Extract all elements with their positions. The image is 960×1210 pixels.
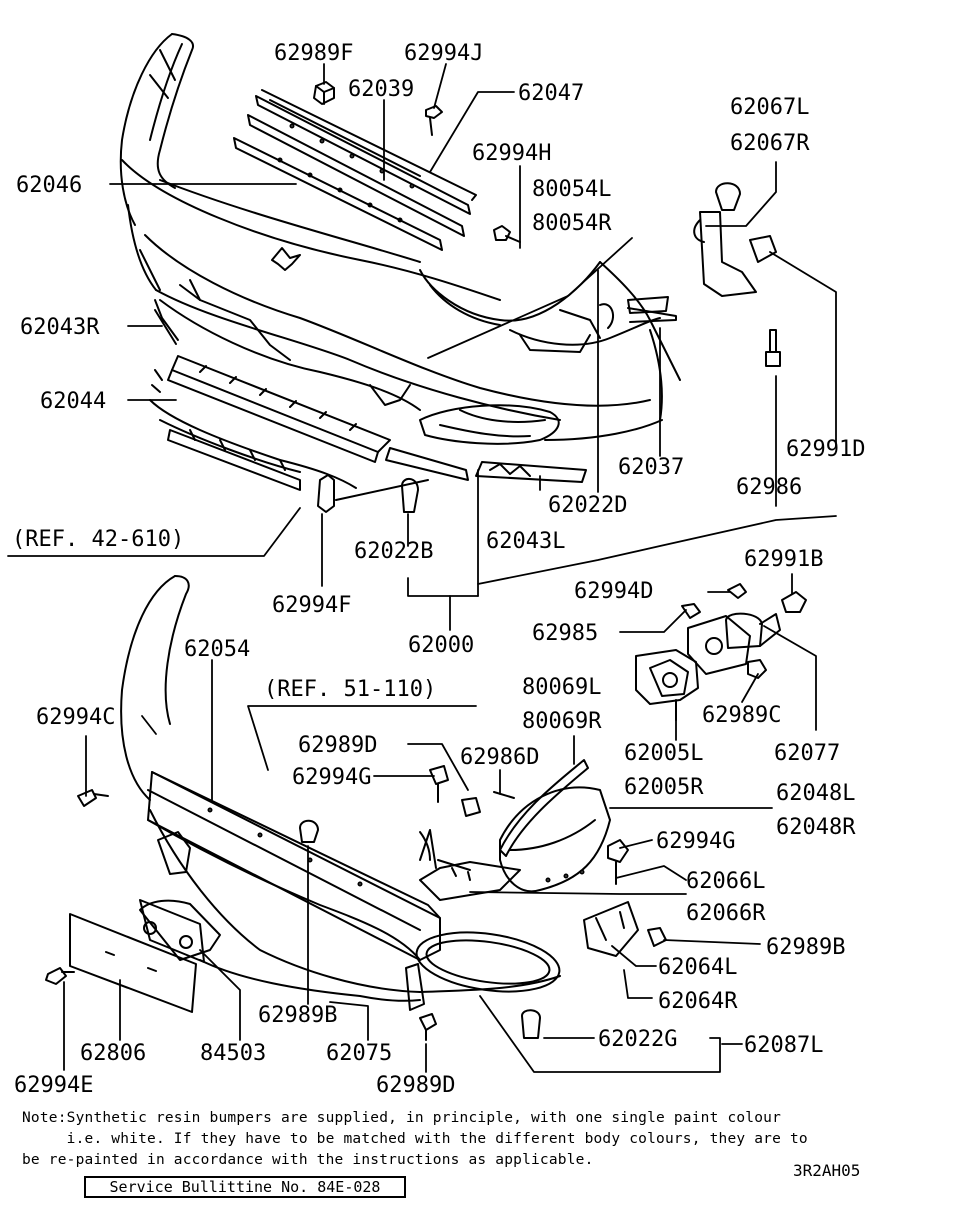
note-line-3: be re-painted in accordance with the ins… — [22, 1152, 594, 1168]
note-line-2: i.e. white. If they have to be matched w… — [22, 1131, 808, 1147]
label-62047: 62047 — [518, 81, 584, 106]
label-62005L: 62005L — [624, 741, 703, 766]
paint-note: Note:Synthetic resin bumpers are supplie… — [22, 1108, 902, 1171]
label-62087L: 62087L — [744, 1033, 823, 1058]
label-62994J: 62994J — [404, 41, 483, 66]
label-62994G-right: 62994G — [656, 829, 735, 854]
label-62044: 62044 — [40, 389, 106, 414]
label-62005R: 62005R — [624, 775, 704, 800]
label-62994H: 62994H — [472, 141, 551, 166]
upper-fasteners — [314, 82, 780, 512]
label-62066L: 62066L — [686, 869, 765, 894]
label-62064R: 62064R — [658, 989, 738, 1014]
lower-fasteners — [46, 766, 666, 1040]
label-62806: 62806 — [80, 1041, 146, 1066]
label-62043R: 62043R — [20, 315, 100, 340]
label-62994E: 62994E — [14, 1073, 93, 1098]
label-62067R: 62067R — [730, 131, 810, 156]
label-62989D-lower: 62989D — [376, 1073, 455, 1098]
grille-strips — [234, 90, 476, 250]
label-62986: 62986 — [736, 475, 802, 500]
label-62067L: 62067L — [730, 95, 809, 120]
label-62985: 62985 — [532, 621, 598, 646]
label-ref-42-610: (REF. 42-610) — [12, 527, 184, 552]
label-62989D-upper: 62989D — [298, 733, 377, 758]
label-62986D: 62986D — [460, 745, 539, 770]
label-80069R: 80069R — [522, 709, 602, 734]
label-84503: 84503 — [200, 1041, 266, 1066]
label-62075: 62075 — [326, 1041, 392, 1066]
label-62994C: 62994C — [36, 705, 115, 730]
label-62000: 62000 — [408, 633, 474, 658]
label-62048L: 62048L — [776, 781, 855, 806]
label-62048R: 62048R — [776, 815, 856, 840]
mount-bracket-cluster — [636, 584, 806, 720]
label-80069L: 80069L — [522, 675, 601, 700]
label-62054: 62054 — [184, 637, 250, 662]
label-62066R: 62066R — [686, 901, 766, 926]
label-62989C: 62989C — [702, 703, 781, 728]
label-62064L: 62064L — [658, 955, 737, 980]
label-62994F: 62994F — [272, 593, 351, 618]
label-80054R: 80054R — [532, 211, 612, 236]
label-62991D: 62991D — [786, 437, 865, 462]
label-62989B-right: 62989B — [766, 935, 845, 960]
label-62046: 62046 — [16, 173, 82, 198]
label-62022B: 62022B — [354, 539, 433, 564]
label-62994D: 62994D — [574, 579, 653, 604]
label-ref-51-110: (REF. 51-110) — [264, 677, 436, 702]
label-62994G-left: 62994G — [292, 765, 371, 790]
label-80054L: 80054L — [532, 177, 611, 202]
leader-lines — [8, 64, 836, 1072]
reinforcement-drawing — [70, 576, 638, 1012]
front-bumper-drawing — [121, 34, 680, 444]
service-bulletin-box: Service Bullittine No. 84E-028 — [84, 1176, 406, 1198]
label-62991B: 62991B — [744, 547, 823, 572]
diagram-code: 3R2AH05 — [793, 1161, 861, 1180]
part-labels: 62989F 62994J 62039 62047 62067L 62067R … — [12, 41, 865, 1098]
lower-splash-panels — [150, 300, 586, 500]
label-62022G: 62022G — [598, 1027, 677, 1052]
label-62022D: 62022D — [548, 493, 627, 518]
label-62077: 62077 — [774, 741, 840, 766]
label-62989B-left: 62989B — [258, 1003, 337, 1028]
label-62043L: 62043L — [486, 529, 565, 554]
label-62037: 62037 — [618, 455, 684, 480]
label-62039: 62039 — [348, 77, 414, 102]
label-62989F: 62989F — [274, 41, 353, 66]
note-line-1: Note:Synthetic resin bumpers are supplie… — [22, 1110, 782, 1126]
